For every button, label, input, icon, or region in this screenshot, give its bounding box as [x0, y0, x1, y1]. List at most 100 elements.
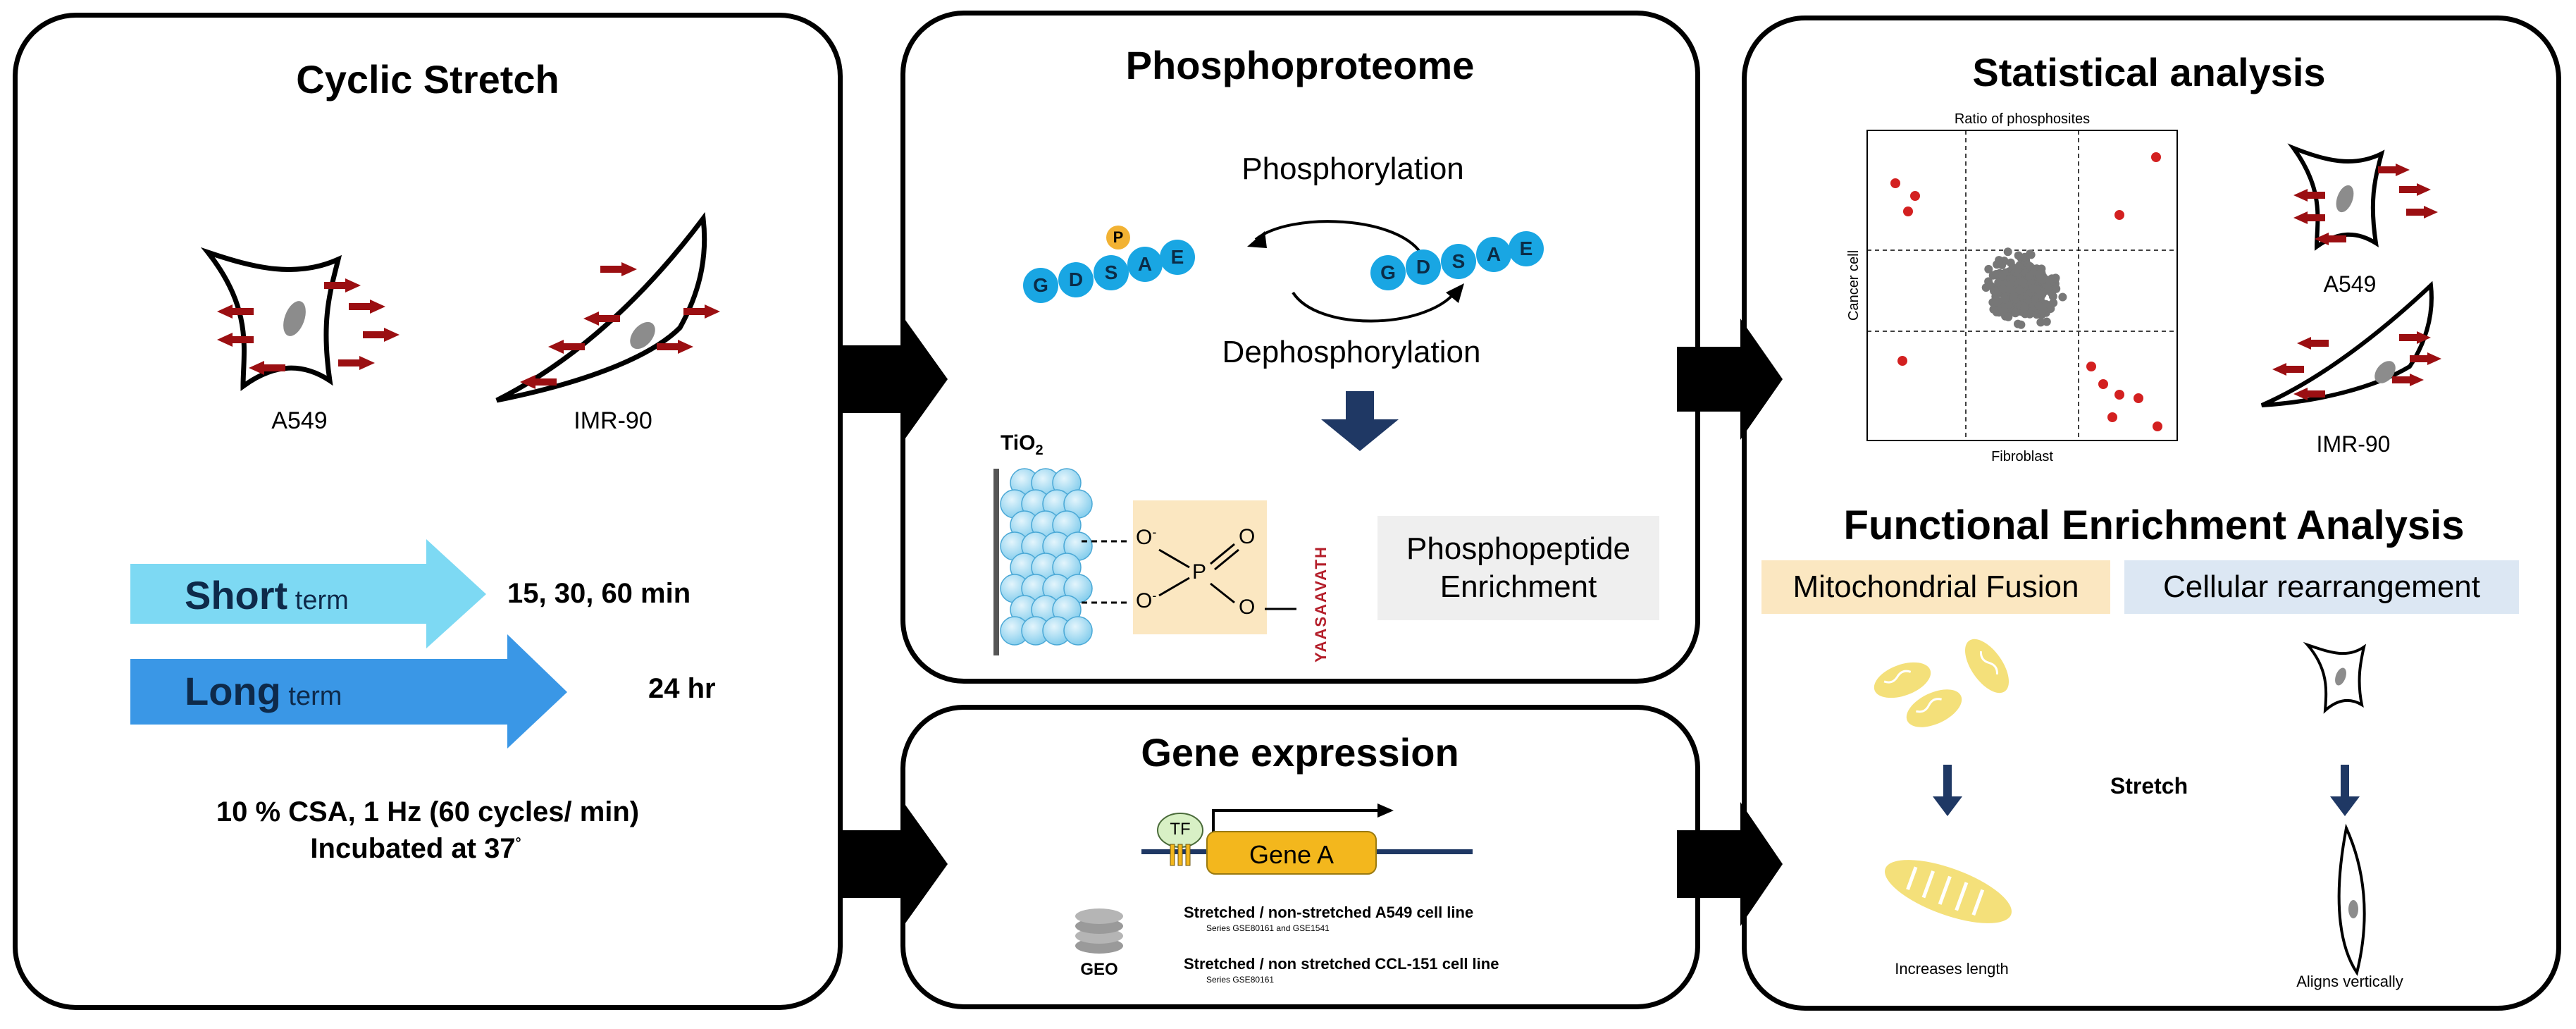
oxygen-double: O [1239, 525, 1256, 548]
promoter-arrow-icon [1212, 809, 1377, 832]
scatter-point-gray [2025, 261, 2034, 271]
stretch-arrows-icon [2272, 331, 2441, 400]
scatter-point-gray [2004, 312, 2013, 321]
scatter-point-red [1903, 207, 1913, 216]
phosphate-group-box [1133, 500, 1267, 634]
dataset-a549: Stretched / non-stretched A549 cell line [1184, 904, 1474, 921]
scatter-point-gray [2017, 277, 2026, 286]
down-arrow-icon [1321, 391, 1399, 451]
phosphoproteome-title: Phosphoproteome [1125, 43, 1475, 87]
functional-enrichment-title: Functional Enrichment Analysis [1843, 503, 2465, 548]
stretch-label: Stretch [2110, 773, 2188, 799]
right-residue-d-1: D [1406, 249, 1441, 285]
scatter-plot-title: Ratio of phosphosites [1954, 111, 2091, 127]
scatter-point-gray [2058, 292, 2067, 302]
scatter-point-gray [2048, 274, 2057, 283]
gene-a-box [1206, 831, 1377, 875]
dataset-ccl151: Stretched / non stretched CCL-151 cell l… [1184, 955, 1499, 973]
scatter-point-gray [2042, 317, 2051, 326]
oxygen-minus-1: O- [1136, 525, 1157, 549]
cyclic-stretch-panel [13, 13, 843, 1010]
dephosphorylation-label: Dephosphorylation [1222, 335, 1481, 369]
scatter-point-gray [1999, 285, 2008, 294]
imr90-cell-icon [2260, 281, 2434, 407]
mitochondria-elongated-icon [1885, 860, 2012, 923]
right-residue-g-0: G [1370, 255, 1406, 290]
stretch-arrows-icon [520, 262, 720, 389]
scatter-point-gray [2012, 264, 2021, 273]
phosphorylation-label: Phosphorylation [1241, 152, 1464, 186]
scatter-point-gray [1995, 256, 2004, 265]
scatter-point-gray [2029, 284, 2038, 293]
short-term-arrow-icon [130, 539, 486, 648]
a549-label-stats: A549 [2323, 271, 2377, 297]
scatter-point-gray [1989, 304, 1998, 314]
scatter-point-red [2114, 390, 2124, 400]
phospho-cycle-arrows-icon [1254, 220, 1456, 323]
scatter-x-label: Fibroblast [1991, 449, 2053, 464]
peptide-sequence: YAASAAVATH [1312, 546, 1330, 663]
scatter-point-gray [2034, 302, 2043, 311]
right-residue-s-2: S [1441, 244, 1476, 279]
gene-expression-title: Gene expression [1141, 730, 1459, 775]
long-term-times: 24 hr [648, 673, 716, 704]
scatter-point-red [2107, 412, 2117, 422]
scatter-point-red [1890, 178, 1900, 188]
scatter-point-gray [2011, 309, 2020, 318]
phosphopeptide-enrichment-box: Phosphopeptide Enrichment [1377, 516, 1659, 620]
oxygen-single: O [1239, 596, 1256, 619]
scatter-y-label: Cancer cell [1846, 249, 1862, 321]
right-residue-e-4: E [1509, 231, 1544, 266]
geo-database-icon [1075, 908, 1123, 954]
dataset-a549-series: Series GSE80161 and GSE1541 [1206, 923, 1330, 933]
scatter-point-gray [1998, 271, 2007, 281]
down-arrow-icon [2330, 765, 2360, 816]
scatter-point-gray [2009, 292, 2018, 301]
mitochondria-small-icon [1874, 639, 2010, 727]
dataset-ccl151-series: Series GSE80161 [1206, 975, 1275, 985]
tio2-bead-cluster [993, 469, 999, 655]
scatter-point-red [1897, 356, 1907, 366]
imr90-label-stats: IMR-90 [2316, 431, 2391, 457]
phospho-group-badge: P [1106, 226, 1130, 249]
phosphorus-atom: P [1192, 560, 1207, 584]
scatter-point-gray [2049, 298, 2058, 307]
gene-a-label: Gene A [1249, 840, 1335, 869]
cyclic-stretch-title: Cyclic Stretch [296, 57, 559, 101]
short-term-label: Short term [185, 573, 349, 617]
cell-aligned-icon [2337, 823, 2366, 976]
scatter-point-gray [1994, 278, 2003, 287]
left-residue-d-1: D [1058, 262, 1094, 297]
scatter-point-red [2151, 152, 2161, 162]
cellular-rearrangement-tag: Cellular rearrangement [2124, 560, 2519, 614]
scatter-point-gray [2003, 247, 2012, 257]
stretch-arrows-icon [2293, 164, 2438, 245]
imr90-cell-icon [495, 211, 707, 403]
scatter-point-red [2153, 421, 2162, 431]
left-residue-s-2: S [1094, 255, 1129, 290]
left-residue-g-0: G [1023, 268, 1058, 303]
a549-cell-icon [200, 247, 342, 391]
a549-label: A549 [271, 407, 328, 434]
right-residue-a-3: A [1476, 237, 1511, 272]
scatter-point-gray [2006, 285, 2014, 294]
tio2-label: TiO2 [1001, 431, 1044, 458]
stretch-conditions-line1: 10 % CSA, 1 Hz (60 cycles/ min) [216, 796, 640, 827]
scatter-point-gray [2043, 285, 2052, 293]
scatter-point-gray [2036, 274, 2045, 283]
left-residue-e-4: E [1160, 240, 1195, 275]
scatter-point-gray [2052, 284, 2061, 293]
scatter-point-gray [2000, 295, 2010, 304]
scatter-point-red [2098, 379, 2108, 389]
scatter-point-gray [2020, 302, 2029, 312]
scatter-plot [1866, 130, 2178, 441]
scatter-point-gray [2015, 285, 2024, 295]
scatter-point-gray [2000, 307, 2009, 316]
geo-label: GEO [1080, 960, 1118, 979]
scatter-point-gray [2025, 271, 2034, 281]
down-arrow-icon [1933, 765, 1962, 816]
scatter-point-red [1910, 191, 1920, 201]
long-term-arrow-icon [130, 634, 567, 748]
increases-length-label: Increases length [1895, 960, 2009, 978]
scatter-point-gray [2026, 250, 2036, 259]
